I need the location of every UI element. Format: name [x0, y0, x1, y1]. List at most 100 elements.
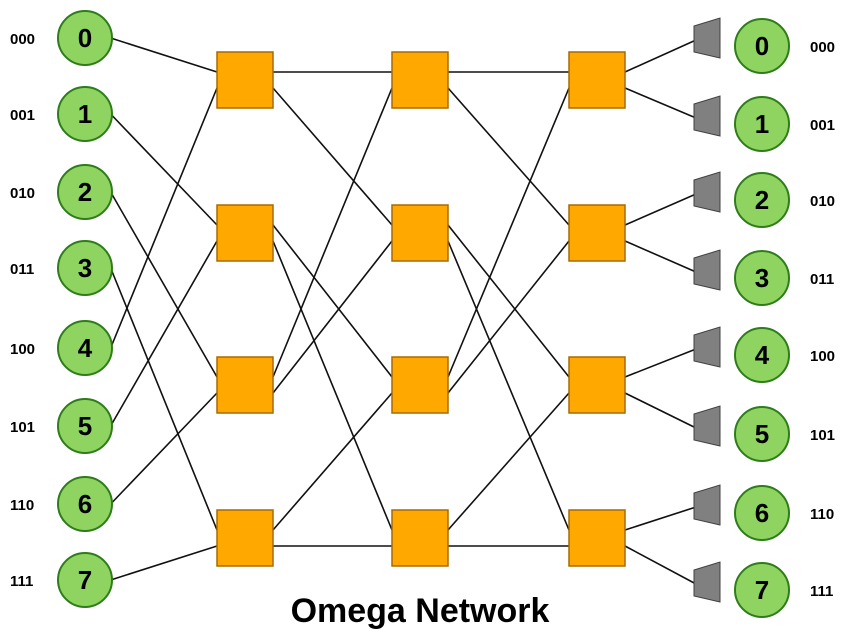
output-port [693, 326, 721, 368]
input-binary-label: 101 [10, 419, 35, 436]
input-wire [110, 37, 218, 73]
input-node-label: 2 [78, 177, 92, 207]
switch-box [391, 509, 449, 567]
output-node [734, 172, 790, 228]
interstage-wire [272, 87, 393, 226]
output-binary-label: 101 [810, 427, 835, 444]
input-wire [110, 113, 218, 226]
interstage-wire [447, 224, 570, 378]
switch-box [216, 204, 274, 262]
output-wire [624, 87, 697, 119]
switch-box [568, 356, 626, 414]
input-binary-label: 010 [10, 185, 35, 202]
output-node-label: 6 [755, 498, 769, 528]
switch-box [216, 356, 274, 414]
interstage-wire [272, 240, 393, 394]
input-wire [110, 392, 218, 505]
output-node-label: 2 [755, 185, 769, 215]
output-binary-label: 011 [810, 271, 834, 288]
output-binary-label: 010 [810, 193, 835, 210]
input-node-label: 6 [78, 489, 92, 519]
input-wire [110, 545, 218, 581]
input-wire [109, 267, 218, 531]
interstage-wire [272, 240, 393, 531]
interstage-wire [447, 87, 570, 378]
input-binary-label: 011 [10, 261, 34, 278]
switches [216, 51, 626, 567]
output-node-label: 0 [755, 31, 769, 61]
output-port [693, 95, 721, 137]
input-wire [109, 240, 218, 427]
input-node [57, 398, 113, 454]
input-wire [109, 191, 218, 378]
switch-box [568, 204, 626, 262]
output-node-label: 5 [755, 419, 769, 449]
interstage-wire [447, 87, 570, 226]
input-node [57, 240, 113, 296]
input-node [57, 476, 113, 532]
output-port [693, 405, 721, 447]
switch-box [391, 356, 449, 414]
output-binary-label: 001 [810, 117, 835, 134]
switch-box [391, 204, 449, 262]
output-node [734, 562, 790, 618]
output-ports [693, 17, 721, 603]
interstage-wire [272, 392, 393, 531]
output-node [734, 250, 790, 306]
input-node-label: 7 [78, 565, 92, 595]
input-binary-label: 110 [10, 497, 34, 514]
output-node-label: 4 [755, 340, 770, 370]
output-port [693, 249, 721, 291]
input-binary-label: 100 [10, 341, 35, 358]
output-wire [624, 348, 697, 378]
input-node-label: 4 [78, 333, 93, 363]
switch-box [216, 51, 274, 109]
output-node-label: 7 [755, 575, 769, 605]
output-port [693, 484, 721, 526]
output-node [734, 327, 790, 383]
input-binary-label: 000 [10, 31, 35, 48]
output-port [693, 561, 721, 603]
input-node [57, 552, 113, 608]
input-node-label: 1 [78, 99, 92, 129]
output-wire [624, 193, 697, 226]
output-port [693, 17, 721, 59]
input-binary-label: 001 [10, 107, 35, 124]
input-wire [109, 87, 218, 349]
input-node [57, 86, 113, 142]
output-node-label: 1 [755, 109, 769, 139]
output-node [734, 96, 790, 152]
interstage-wire [447, 240, 570, 531]
input-node-label: 5 [78, 411, 92, 441]
diagram-title: Omega Network [291, 592, 550, 630]
interstage-wire [447, 392, 570, 531]
input-node [57, 320, 113, 376]
output-wire [624, 545, 697, 585]
output-wire [624, 392, 697, 429]
output-binary-label: 110 [810, 506, 834, 523]
input-node [57, 164, 113, 220]
input-binary-label: 111 [10, 573, 33, 590]
output-node [734, 485, 790, 541]
switch-box [391, 51, 449, 109]
output-node [734, 406, 790, 462]
switch-box [216, 509, 274, 567]
output-binary-label: 000 [810, 39, 835, 56]
output-wire [624, 506, 697, 531]
output-port [693, 171, 721, 213]
output-binary-label: 100 [810, 348, 835, 365]
output-node-label: 3 [755, 263, 769, 293]
output-node [734, 18, 790, 74]
interstage-wire [447, 240, 570, 394]
switch-box [568, 509, 626, 567]
input-node-label: 3 [78, 253, 92, 283]
wires [109, 37, 697, 585]
output-wire [624, 39, 697, 73]
input-node-label: 0 [78, 23, 92, 53]
interstage-wire [272, 224, 393, 378]
interstage-wire [272, 87, 393, 378]
switch-box [568, 51, 626, 109]
